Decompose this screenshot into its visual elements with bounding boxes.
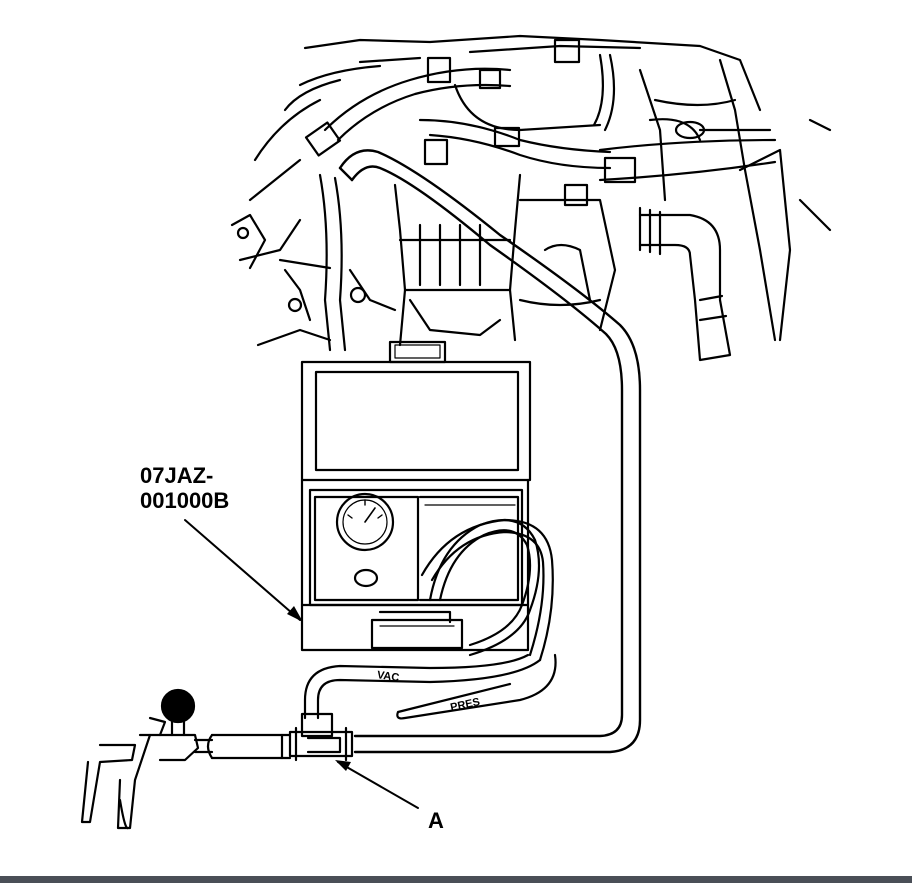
short-hose [206, 733, 292, 760]
bottom-bar [0, 876, 912, 883]
vacuum-pressure-tester-kit [300, 340, 532, 652]
tool-number-line2: 001000B [140, 488, 229, 513]
tool-number-line1: 07JAZ- [140, 463, 213, 488]
engine-bay [230, 34, 832, 362]
hand-vacuum-pump [80, 688, 214, 830]
tool-callout-leader [184, 519, 301, 621]
fitting-a-callout-arrowhead [335, 760, 351, 771]
vacuum-hose-long [338, 149, 642, 754]
t-fitting-a [288, 712, 354, 762]
callout-a-label: A [428, 808, 444, 833]
leader-lines [184, 519, 419, 809]
hose-vac-label: VAC [376, 669, 400, 684]
fitting-a-callout-leader [337, 761, 419, 809]
tester-coiled-hose [303, 518, 557, 720]
tool-callout-arrowhead [287, 606, 303, 622]
